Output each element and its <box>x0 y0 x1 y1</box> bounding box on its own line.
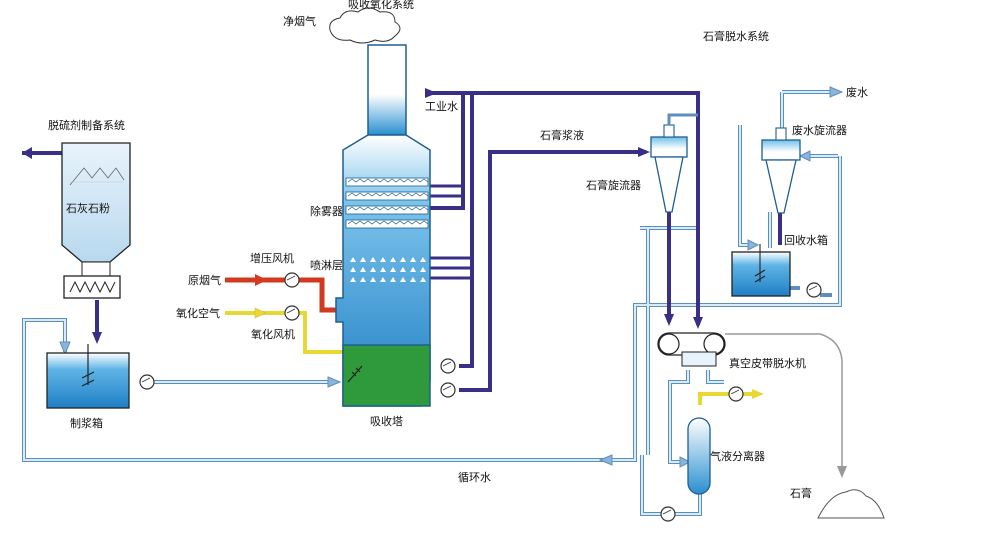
flow-arrows-light <box>59 86 844 468</box>
gypsum-cyclone <box>650 124 688 213</box>
recirculation-pump-icon <box>440 358 456 374</box>
label-recovery-tank: 回收水箱 <box>784 233 828 247</box>
gypsum-cyclone-overflow <box>667 113 698 125</box>
silo-neck <box>81 261 111 277</box>
gas-liquid-separator <box>687 417 711 495</box>
label-oxidation-air: 氧化空气 <box>176 306 220 320</box>
vacuum-pump-icon <box>728 386 744 402</box>
oxidation-air-arrow <box>254 307 267 319</box>
slurry-agitator-icon <box>81 344 95 387</box>
label-gypsum-cyclone: 石膏旋流器 <box>586 178 641 192</box>
recovery-pump-icon <box>806 282 822 298</box>
raw-gas-arrow <box>255 274 267 286</box>
label-wastewater: 废水 <box>846 85 868 99</box>
pumps <box>139 272 822 522</box>
process-pipes <box>22 91 782 392</box>
label-section-reagent: 脱硫剂制备系统 <box>48 118 125 132</box>
label-circulating-water: 循环水 <box>458 471 491 484</box>
silo-powder-line <box>69 167 125 186</box>
label-mist-eliminator: 除雾器 <box>310 204 343 218</box>
stack <box>367 44 407 136</box>
mist-eliminator <box>345 177 429 229</box>
label-process-water: 工业水 <box>425 100 458 113</box>
label-section-absorption: 吸收氧化系统 <box>348 0 414 11</box>
label-belt-filter: 真空皮带脱水机 <box>729 356 806 370</box>
separator-gas-pipe <box>698 392 752 405</box>
slurry-pump-icon <box>139 374 155 390</box>
flow-arrows-purple <box>22 88 703 344</box>
label-slurry-tank: 制浆箱 <box>70 416 103 430</box>
vacuum-belt-filter <box>657 332 726 367</box>
gypsum-arrow <box>837 466 847 478</box>
booster-outlet-pipe <box>298 277 336 313</box>
label-gypsum-slurry: 石膏浆液 <box>540 128 584 142</box>
pump-symbols <box>141 275 818 515</box>
label-raw-gas: 原烟气 <box>188 273 221 287</box>
gypsum-discharge-line <box>725 333 843 470</box>
label-limestone: 石灰石粉 <box>66 201 110 215</box>
label-separator: 气液分离器 <box>710 449 765 463</box>
oxidation-fan-icon <box>284 305 300 321</box>
label-gypsum: 石膏 <box>790 486 812 500</box>
recovery-tank <box>731 251 791 297</box>
spray-headers <box>430 184 472 280</box>
label-booster-fan: 增压风机 <box>250 251 294 265</box>
label-absorber: 吸收塔 <box>370 414 403 428</box>
label-clean-gas: 净烟气 <box>283 14 316 28</box>
bleed-pump-icon <box>440 382 456 398</box>
label-oxidation-fan: 氧化风机 <box>251 327 295 341</box>
label-spray-layer: 喷淋层 <box>310 259 343 272</box>
gypsum-pile-icon <box>817 489 885 519</box>
filtrate-pump-icon <box>660 506 676 522</box>
label-section-gypsum: 石膏脱水系统 <box>703 29 769 43</box>
absorber-agitator-icon <box>347 365 363 383</box>
absorber-sump <box>342 344 431 407</box>
label-wastewater-cyclone: 废水旋流器 <box>792 123 847 137</box>
screw-feeder-icon <box>69 280 116 294</box>
booster-fan-icon <box>284 272 300 288</box>
separator-gas-arrow <box>752 389 764 399</box>
recovery-agitator-icon <box>754 244 766 283</box>
wastewater-cyclone <box>761 127 801 214</box>
clean-gas-cloud-icon <box>329 7 401 44</box>
